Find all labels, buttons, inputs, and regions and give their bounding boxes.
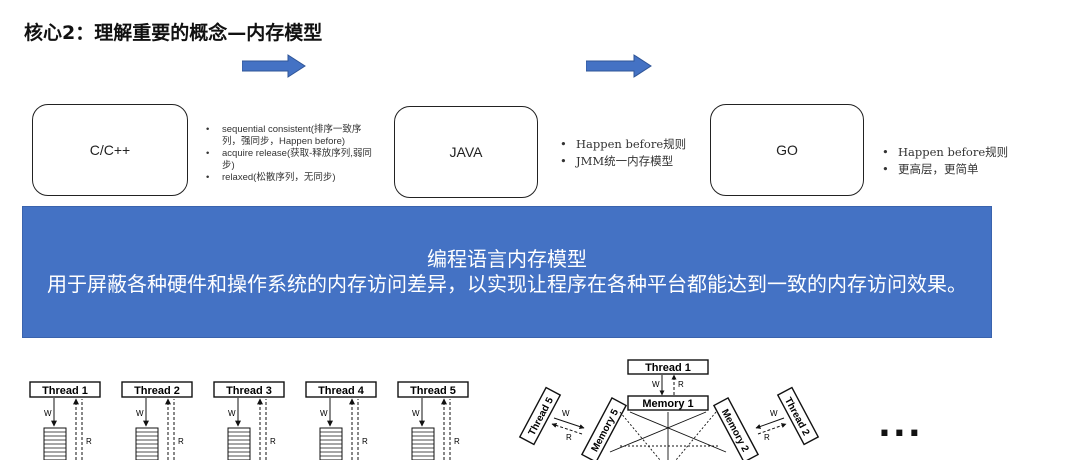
thread-label: Thread 2 bbox=[134, 385, 180, 397]
memory-model-banner: 编程语言内存模型 用于屏蔽各种硬件和操作系统的内存访问差异，以实现让程序在各种平… bbox=[22, 206, 992, 338]
right-arrow-icon-2 bbox=[586, 54, 652, 78]
note-item: Happen before规则 bbox=[882, 144, 1072, 161]
lang-box-java: JAVA bbox=[394, 106, 538, 198]
java-notes: Happen before规则 JMM统一内存模型 bbox=[560, 136, 710, 170]
lang-name: JAVA bbox=[449, 144, 483, 160]
memory-graph-diagram: Thread 1 W R Memory 1 Memory 5 Memory 2 … bbox=[518, 359, 820, 460]
lang-box-go: GO bbox=[710, 104, 864, 196]
graph-thread-label: Thread 1 bbox=[645, 362, 691, 374]
thread-label: Thread 4 bbox=[318, 385, 365, 397]
read-label: R bbox=[566, 433, 572, 442]
write-label: W bbox=[136, 409, 144, 418]
write-label: W bbox=[228, 409, 236, 418]
graph-thread-box bbox=[627, 359, 709, 375]
thread-label: Thread 3 bbox=[226, 385, 272, 397]
note-item: acquire release(获取-释放序列,弱同步) bbox=[206, 148, 376, 172]
read-label: R bbox=[86, 437, 92, 446]
graph-thread-box-right bbox=[776, 386, 820, 446]
lang-name: C/C++ bbox=[89, 142, 131, 158]
thread-memory-diagram: Thread 1 W R Thread 2 W R Thread 3 W R Thread 4 W R… bbox=[29, 381, 469, 460]
read-label: R bbox=[678, 380, 684, 389]
note-item: sequential consistent(排序一致序列，强同步，Happen … bbox=[206, 124, 376, 148]
write-label: W bbox=[320, 409, 328, 418]
write-label: W bbox=[412, 409, 420, 418]
write-label: W bbox=[562, 409, 570, 418]
banner-body: 用于屏蔽各种硬件和操作系统的内存访问差异，以实现让程序在各种平台都能达到一致的内… bbox=[47, 272, 967, 296]
write-label: W bbox=[652, 380, 660, 389]
slide-title: 核心2：理解重要的概念—内存模型 bbox=[24, 22, 323, 44]
read-label: R bbox=[454, 437, 460, 446]
graph-memory-box-right bbox=[712, 397, 760, 460]
note-item: JMM统一内存模型 bbox=[560, 153, 710, 170]
note-item: 更高层，更简单 bbox=[882, 161, 1072, 178]
graph-memory-label: Memory 1 bbox=[642, 398, 693, 410]
graph-thread-box-left bbox=[518, 386, 562, 446]
more-ellipsis: ... bbox=[878, 405, 923, 445]
read-label: R bbox=[362, 437, 368, 446]
write-label: W bbox=[770, 409, 778, 418]
thread-label: Thread 5 bbox=[410, 385, 456, 397]
right-arrow-icon-1 bbox=[242, 54, 306, 78]
cpp-notes: sequential consistent(排序一致序列，强同步，Happen … bbox=[206, 124, 376, 184]
read-label: R bbox=[764, 433, 770, 442]
lang-name: GO bbox=[776, 142, 798, 158]
go-notes: Happen before规则 更高层，更简单 bbox=[882, 144, 1072, 178]
thread-box bbox=[121, 381, 193, 398]
banner-heading: 编程语言内存模型 bbox=[427, 247, 587, 271]
thread-box bbox=[305, 381, 377, 398]
thread-box bbox=[213, 381, 285, 398]
read-label: R bbox=[178, 437, 184, 446]
thread-box bbox=[29, 381, 101, 398]
thread-box bbox=[397, 381, 469, 398]
write-label: W bbox=[44, 409, 52, 418]
graph-memory-box-left bbox=[580, 397, 628, 460]
graph-memory-box bbox=[627, 395, 709, 411]
note-item: relaxed(松散序列，无同步) bbox=[206, 172, 376, 184]
thread-label: Thread 1 bbox=[42, 385, 88, 397]
lang-box-cpp: C/C++ bbox=[32, 104, 188, 196]
note-item: Happen before规则 bbox=[560, 136, 710, 153]
read-label: R bbox=[270, 437, 276, 446]
